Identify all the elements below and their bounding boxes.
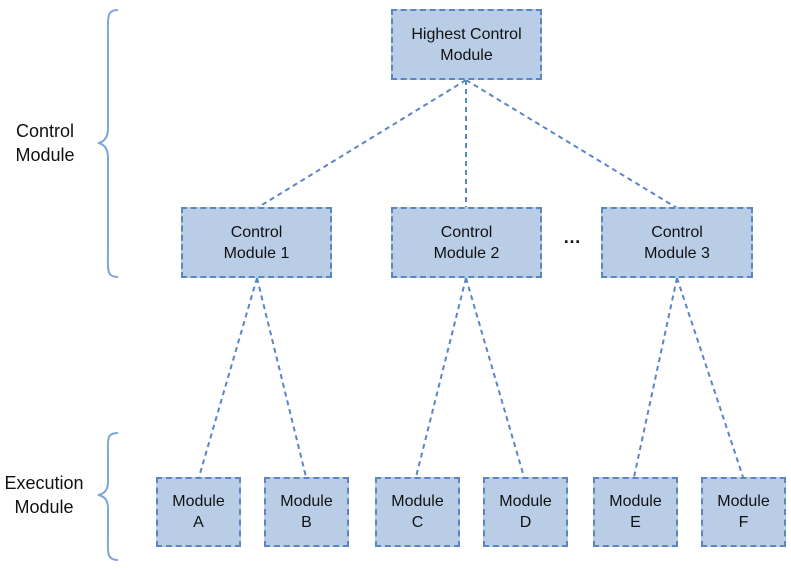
- execution-level-bracket: [97, 432, 119, 561]
- control-level-bracket: [97, 9, 119, 278]
- control-module-label: Control Module: [2, 119, 88, 167]
- node-label-line1: Control: [230, 223, 283, 241]
- connector-root-control-3: [465, 79, 678, 209]
- node-label-line2: A: [193, 514, 204, 531]
- module-f-box: Module F: [701, 477, 786, 547]
- node-label-line1: Control: [651, 223, 703, 241]
- node-label-line2: D: [519, 514, 532, 531]
- connector-control-3-module-f: [676, 277, 744, 478]
- node-label-line1: Module: [609, 493, 662, 510]
- connector-control-1-module-b: [256, 277, 307, 478]
- connector-control-3-module-e: [633, 277, 678, 478]
- more-modules-ellipsis: …: [563, 227, 581, 247]
- module-c-box: Module C: [375, 477, 460, 547]
- control-module-2-box: Control Module 2: [391, 207, 542, 278]
- node-label-line2: F: [738, 514, 749, 531]
- module-b-box: Module B: [264, 477, 349, 547]
- node-label-line2: E: [630, 514, 641, 531]
- module-d-box: Module D: [483, 477, 568, 547]
- node-label-line1: Module: [499, 493, 552, 510]
- node-label-line1: Highest Control: [411, 25, 522, 43]
- node-label-line2: Module 1: [223, 244, 290, 262]
- execution-label-line2: Module: [14, 497, 74, 517]
- node-label-line1: Control: [440, 223, 493, 241]
- execution-module-label: Execution Module: [0, 471, 88, 519]
- node-label-line1: Module: [717, 493, 770, 510]
- connector-control-1-module-a: [198, 277, 258, 478]
- execution-label-line1: Execution: [4, 473, 84, 493]
- node-label-line2: C: [411, 514, 424, 531]
- module-e-box: Module E: [593, 477, 678, 547]
- node-label-line2: B: [301, 514, 312, 531]
- node-label-line1: Module: [280, 493, 333, 510]
- node-label-line2: Module 2: [433, 244, 500, 262]
- highest-control-module-box: Highest Control Module: [391, 9, 542, 80]
- control-label-line1: Control: [15, 121, 75, 141]
- connector-control-2-module-d: [465, 277, 525, 478]
- node-label-line2: Module 3: [644, 244, 710, 262]
- connector-root-control-1: [256, 79, 467, 209]
- module-a-box: Module A: [156, 477, 241, 547]
- node-label-line1: Module: [172, 493, 225, 510]
- control-module-3-box: Control Module 3: [601, 207, 753, 278]
- node-label-line1: Module: [391, 493, 444, 510]
- connector-control-2-module-c: [415, 277, 467, 478]
- control-module-1-box: Control Module 1: [181, 207, 332, 278]
- control-label-line2: Module: [15, 145, 75, 165]
- node-label-line2: Module: [440, 46, 493, 64]
